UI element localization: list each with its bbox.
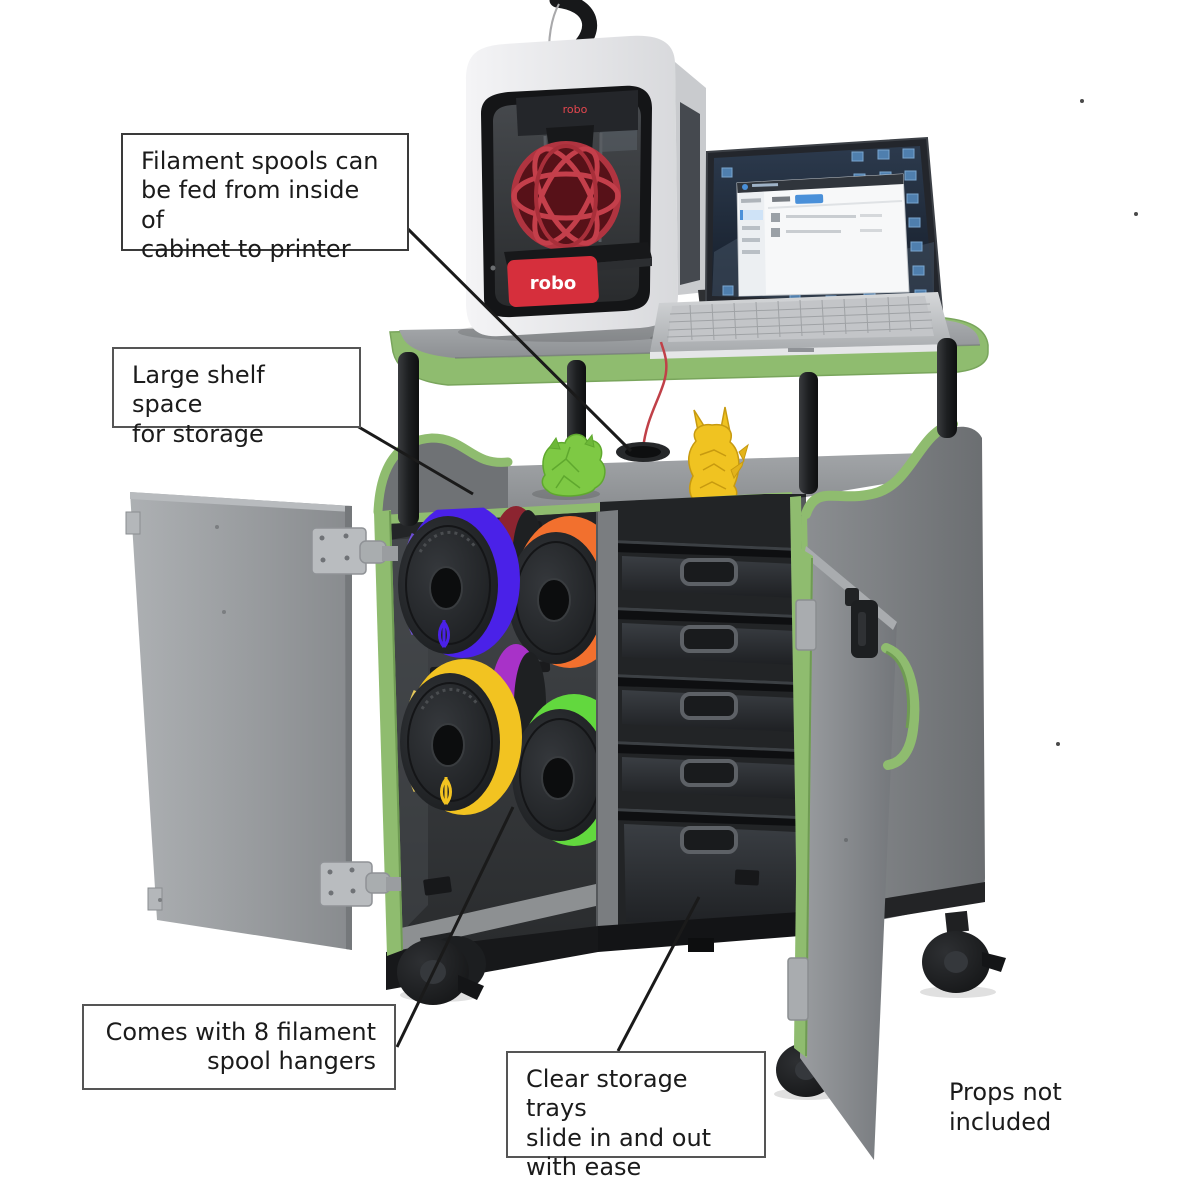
spool-blue [398,502,520,658]
tray-1 [602,540,798,598]
leader-line-spool-hangers [395,806,515,1048]
printed-geodesic-ball [511,141,621,251]
printer-screen-label: robo [530,273,577,294]
right-door-latch [845,588,878,658]
callout-shelf-space: Large shelf space for storage [112,347,361,448]
filament-spools [398,502,600,846]
tray-4 [602,741,798,799]
base-right [598,912,840,952]
caster-rear-right [920,910,1006,998]
right-door [787,546,920,1160]
interior-divider [596,510,618,940]
filament-grommet [616,341,670,462]
leader-line-shelf-space [356,424,474,496]
middle-shelf [382,452,968,522]
left-door-hinge-top [311,527,398,575]
bulbasaur-figurine [532,433,606,500]
props-note: Props not included [949,1078,1062,1136]
right-door-handle [881,643,920,770]
file-manager-window [736,173,910,297]
spool-green [512,694,600,846]
spool-yellow [400,659,522,815]
laptop-keyboard [650,292,953,359]
printer: robo robo [466,0,706,337]
laptop [650,136,953,359]
pikachu-figurine [685,406,749,512]
printer-side-window [680,102,700,285]
printer-touchscreen: robo [507,256,599,307]
left-door [125,492,401,950]
printer-carriage-label: robo [563,103,588,116]
callout-storage-trays: Clear storage trays slide in and out wit… [506,1051,766,1181]
post-front-right [937,338,957,438]
tray-2 [602,607,798,665]
left-door-hinge-bottom [319,861,401,907]
callout-spool-hangers: Comes with 8 filament spool hangers [82,1004,396,1090]
post-back-right [799,372,818,494]
storage-trays [600,494,806,944]
post-front-left [398,352,419,526]
leader-line-storage-trays [616,896,701,1052]
image-specks [1056,99,1138,746]
front-frame-left [374,510,403,956]
leader-line-filament-feed [406,227,633,453]
tray-3 [602,674,798,732]
callout-filament-feed: Filament spools can be fed from inside o… [121,133,409,263]
cabinet-interior [374,494,840,990]
